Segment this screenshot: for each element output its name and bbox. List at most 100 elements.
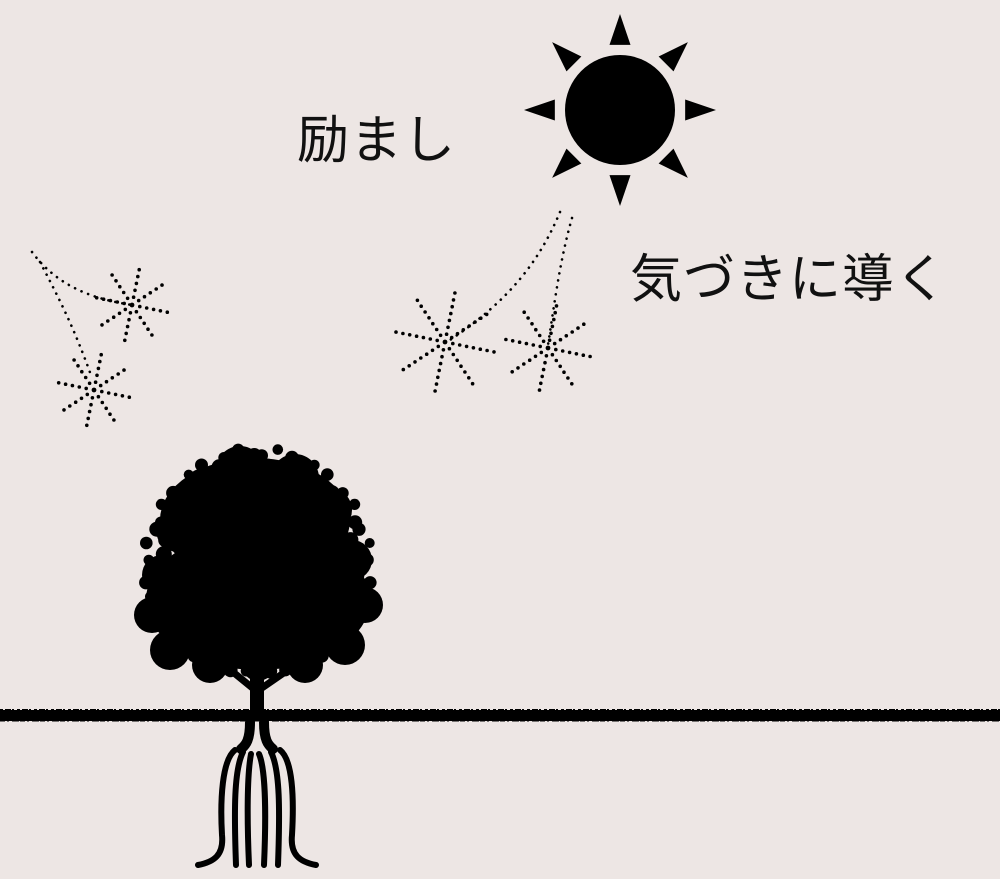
sparkle-dot	[85, 392, 90, 397]
canopy-leaf	[195, 458, 208, 472]
canopy-leaf	[140, 536, 153, 550]
tree-icon	[134, 443, 383, 868]
sun-ray	[685, 99, 716, 121]
sparkle-dot	[87, 381, 92, 386]
sparkle-dot	[434, 382, 439, 386]
dotted-trail-left-1	[30, 250, 134, 307]
canopy-leaf	[175, 618, 192, 635]
canopy-leaf	[330, 606, 346, 622]
canopy-leaf	[191, 630, 207, 646]
canopy-leaf	[336, 512, 352, 528]
sparkle-dot	[522, 362, 526, 366]
canopy-leaf	[218, 452, 230, 464]
sparkle-dot	[567, 350, 572, 355]
canopy-leaf	[197, 477, 214, 494]
canopy-leaf	[155, 498, 167, 510]
sparkle-dot	[463, 370, 467, 374]
sparkle-dot	[522, 310, 526, 315]
canopy-leaf	[145, 591, 156, 602]
sparkle-dot	[451, 352, 456, 357]
sparkle-dot	[540, 374, 544, 379]
sparkle-dot	[116, 372, 120, 376]
sparkle-dot	[447, 318, 452, 323]
sparkle-dot	[537, 388, 542, 392]
sparkle-dot	[440, 354, 444, 359]
canopy-leaf	[183, 481, 199, 498]
canopy-leaf	[324, 485, 340, 501]
tree-canopy	[134, 446, 383, 683]
sparkle-dot	[562, 370, 566, 375]
sparkle-dot	[117, 311, 122, 316]
sparkle-dot	[479, 316, 483, 321]
sparkle-dot	[582, 322, 586, 327]
sparkle-dot	[492, 350, 496, 354]
sparkle-dot	[581, 353, 586, 358]
sparkle-dot	[433, 389, 437, 393]
sparkle-dot	[80, 369, 84, 374]
sparkle-dot	[441, 348, 446, 352]
sparkle-dot	[550, 324, 555, 329]
sparkle-group-right	[394, 210, 592, 393]
sparkle-dot	[549, 331, 553, 336]
sparkle-dot	[431, 321, 435, 326]
sparkle-icon	[94, 267, 170, 343]
sparkle-dot	[534, 327, 538, 332]
canopy-leaf	[342, 622, 358, 638]
sparkle-dot	[90, 396, 95, 400]
sparkle-dot	[125, 296, 130, 301]
canopy-leaf	[321, 468, 334, 481]
canopy-leaf	[160, 624, 172, 636]
sparkle-dot	[136, 274, 140, 279]
sparkle-dot	[516, 366, 520, 370]
sparkle-dot	[570, 330, 574, 334]
sparkle-dot	[104, 406, 108, 411]
sparkle-dot	[564, 334, 569, 338]
sparkle-dot	[124, 331, 128, 336]
sparkle-dot	[423, 310, 427, 314]
sparkle-dot	[150, 333, 154, 337]
sparkle-dot	[478, 347, 483, 352]
sparkle-dot	[158, 309, 163, 313]
sparkle-dot	[471, 346, 476, 350]
sparkle-dot	[526, 316, 530, 320]
sparkle-dot	[76, 364, 80, 368]
sparkle-dot	[100, 389, 104, 394]
sparkle-dot	[527, 358, 532, 363]
sparkle-dot	[414, 334, 419, 339]
canopy-leaf	[255, 449, 268, 462]
sparkle-dot	[438, 333, 443, 338]
sparkle-dot	[134, 309, 139, 314]
sparkle-dot	[435, 338, 440, 343]
sparkle-dot	[544, 354, 549, 358]
sparkle-dot	[56, 381, 61, 385]
sparkle-dot	[430, 348, 435, 353]
sparkle-dot	[115, 300, 120, 304]
sparkle-dot	[444, 332, 449, 337]
canopy-leaf	[293, 466, 310, 482]
sparkle-dot	[79, 396, 84, 401]
sparkle-dot	[73, 400, 78, 405]
sparkle-dot	[142, 321, 146, 326]
canopy-leaf	[297, 651, 314, 667]
sparkle-dot	[560, 349, 565, 353]
dotted-trail-right-2	[546, 216, 574, 347]
sparkle-dot	[570, 382, 574, 386]
sparkle-dot	[517, 340, 522, 345]
sparkle-dot	[144, 306, 149, 310]
sparkle-dot	[110, 376, 115, 380]
label-encouragement: 励まし	[297, 111, 457, 171]
sparkle-dot	[415, 298, 420, 303]
canopy-leaf	[139, 575, 153, 590]
sparkle-dot	[447, 346, 452, 351]
sparkle-dot	[436, 375, 440, 380]
canopy-leaf	[155, 591, 172, 608]
canopy-leaf	[187, 649, 201, 663]
sparkle-dot	[437, 368, 442, 373]
canopy-leaf	[155, 516, 167, 529]
sparkle-dot	[165, 310, 170, 315]
sparkle-dot	[100, 323, 104, 327]
sparkle-dot	[473, 320, 477, 324]
sparkle-dot	[539, 350, 544, 355]
sparkle-dot	[106, 391, 111, 395]
sparkle-dot	[401, 367, 406, 372]
